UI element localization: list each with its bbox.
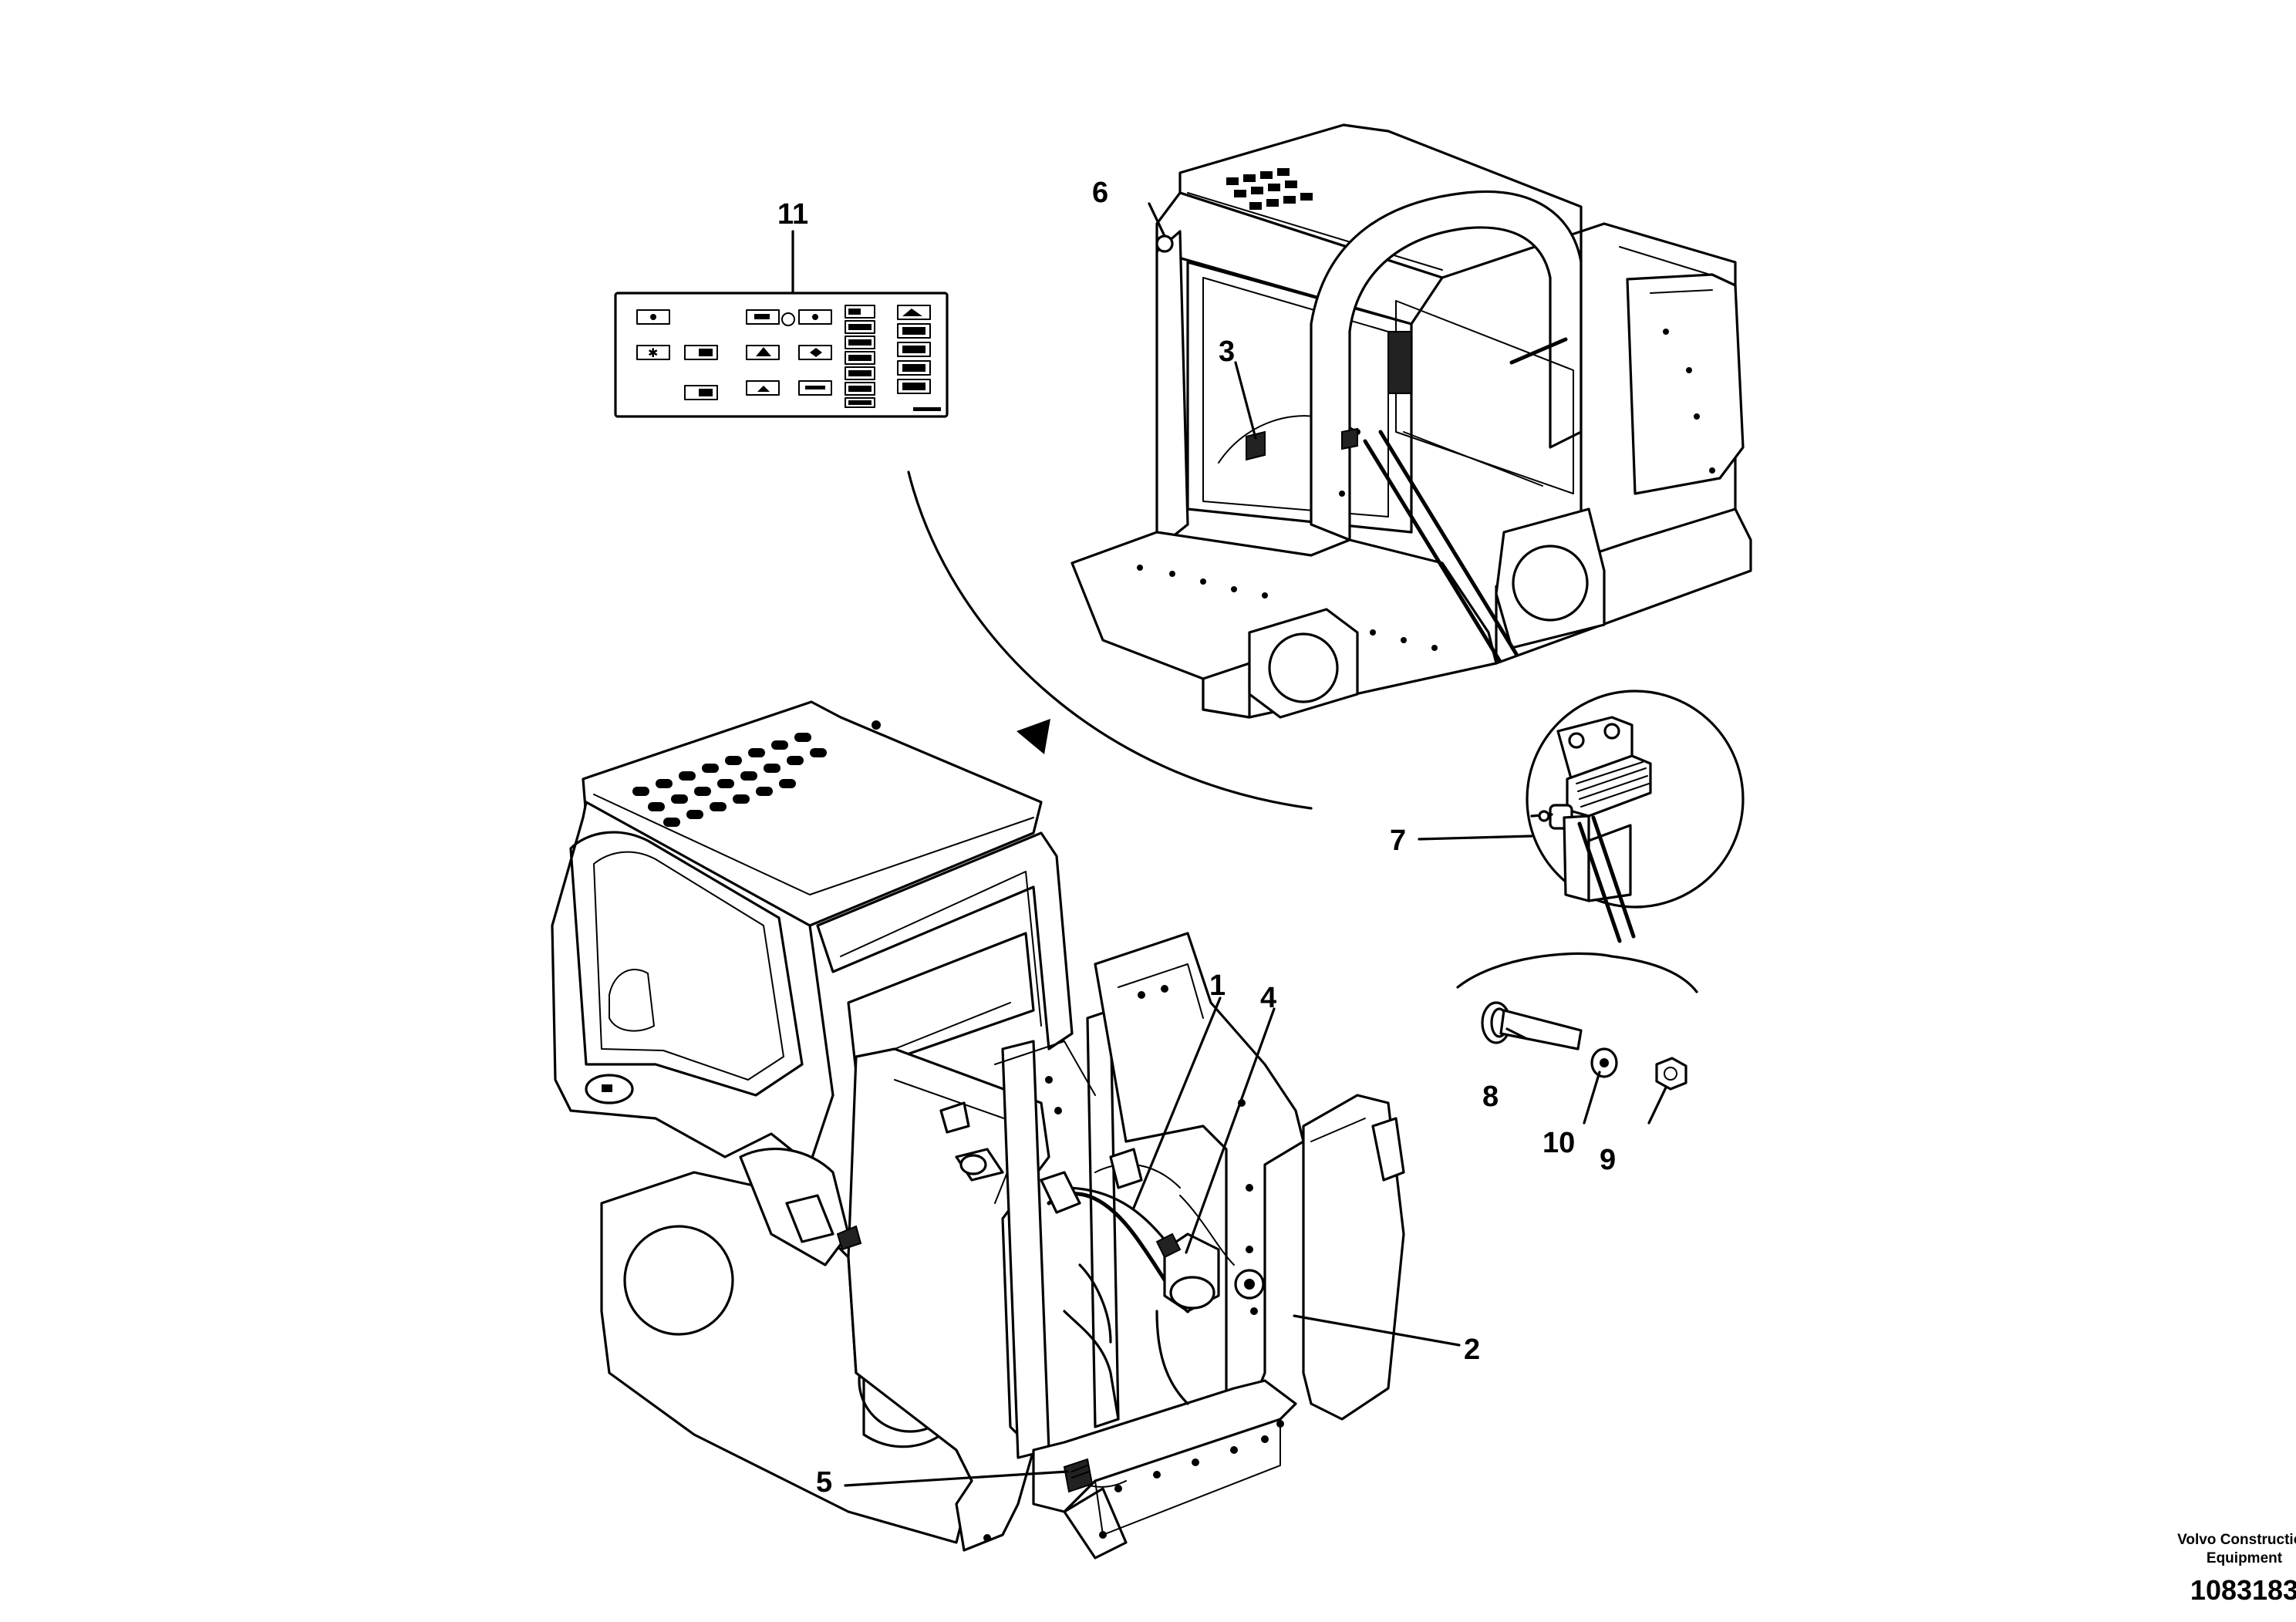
callout-1: 1 [1209, 969, 1226, 1002]
svg-text:✱: ✱ [648, 346, 658, 360]
callout-4: 4 [1260, 982, 1276, 1014]
front-view-machine [551, 700, 1405, 1560]
document-number: 1083183 [2190, 1574, 2296, 1606]
hinge-pin-exploded [1456, 952, 1698, 1091]
footer-brand: Volvo Construction Equipment 1083183 [2177, 1532, 2296, 1606]
callout-11: 11 [777, 198, 808, 231]
callout-3: 3 [1219, 336, 1235, 368]
callout-6: 6 [1092, 177, 1108, 209]
callout-8: 8 [1482, 1081, 1499, 1113]
view-direction-arrow [907, 470, 1313, 810]
brand-line-1: Volvo Construction [2177, 1532, 2296, 1548]
leader-lines [791, 202, 1667, 1487]
rear-view-machine [1070, 123, 1752, 719]
callout-2: 2 [1464, 1334, 1480, 1366]
callout-7: 7 [1390, 824, 1406, 857]
switch-panel-decal: ✱ [614, 292, 949, 418]
brand-line-2: Equipment [2207, 1550, 2283, 1566]
callout-10: 10 [1542, 1127, 1575, 1159]
callout-9: 9 [1600, 1144, 1616, 1176]
callout-5: 5 [816, 1466, 832, 1499]
callout-numbers: 11 6 3 7 1 4 2 5 8 10 9 [777, 177, 1616, 1499]
hinge-detail-circle [1526, 690, 1745, 943]
